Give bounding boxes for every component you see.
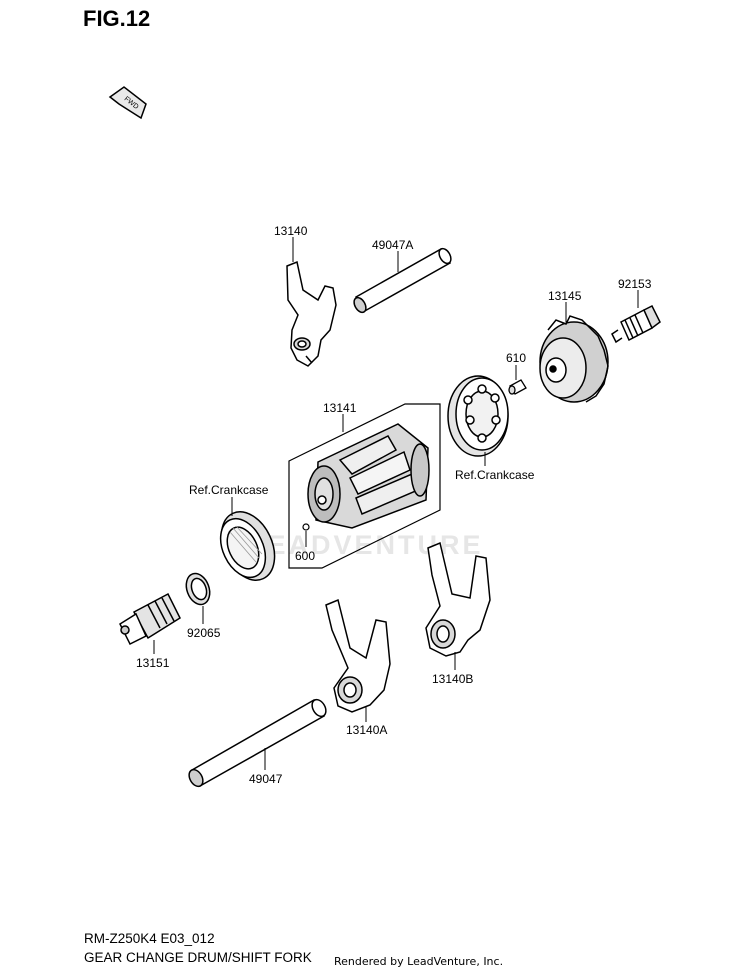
shaft-49047[interactable] (186, 697, 328, 789)
label-ref-crankcase-left: Ref.Crankcase (189, 483, 269, 497)
label-13140B: 13140B (432, 672, 474, 686)
bearing-right[interactable] (447, 375, 509, 457)
label-ref-crankcase-right: Ref.Crankcase (455, 468, 535, 482)
label-13141: 13141 (323, 401, 357, 415)
label-49047A: 49047A (372, 238, 414, 252)
fwd-arrow-icon: FWD (108, 86, 147, 120)
label-600: 600 (295, 549, 316, 563)
rendered-by-credit: Rendered by LeadVenture, Inc. (334, 955, 504, 968)
needle-bearing-left[interactable] (211, 503, 285, 589)
label-13145: 13145 (548, 289, 582, 303)
shift-fork-13140B[interactable] (425, 541, 491, 657)
figure-title: FIG.12 (83, 6, 151, 31)
ball-600[interactable] (302, 523, 310, 531)
drum-cam-13145[interactable] (539, 315, 609, 403)
shaft-49047A[interactable] (352, 247, 454, 315)
pin-610[interactable] (508, 379, 527, 395)
shift-fork-13140A[interactable] (325, 598, 391, 713)
shift-drum-13141[interactable] (307, 423, 430, 529)
label-610: 610 (506, 351, 527, 365)
washer-92065[interactable] (182, 570, 214, 608)
bolt-92153[interactable] (611, 304, 661, 344)
label-13140A: 13140A (346, 723, 388, 737)
label-92065: 92065 (187, 626, 221, 640)
label-49047: 49047 (249, 772, 283, 786)
diagram-title: GEAR CHANGE DRUM/SHIFT FORK (84, 950, 312, 965)
label-13140: 13140 (274, 224, 308, 238)
switch-13151[interactable] (119, 592, 181, 646)
label-13151: 13151 (136, 656, 170, 670)
label-92153: 92153 (618, 277, 652, 291)
drum-assembly-box (288, 403, 441, 569)
shift-fork-13140[interactable] (286, 260, 337, 367)
model-code: RM-Z250K4 E03_012 (84, 931, 215, 946)
